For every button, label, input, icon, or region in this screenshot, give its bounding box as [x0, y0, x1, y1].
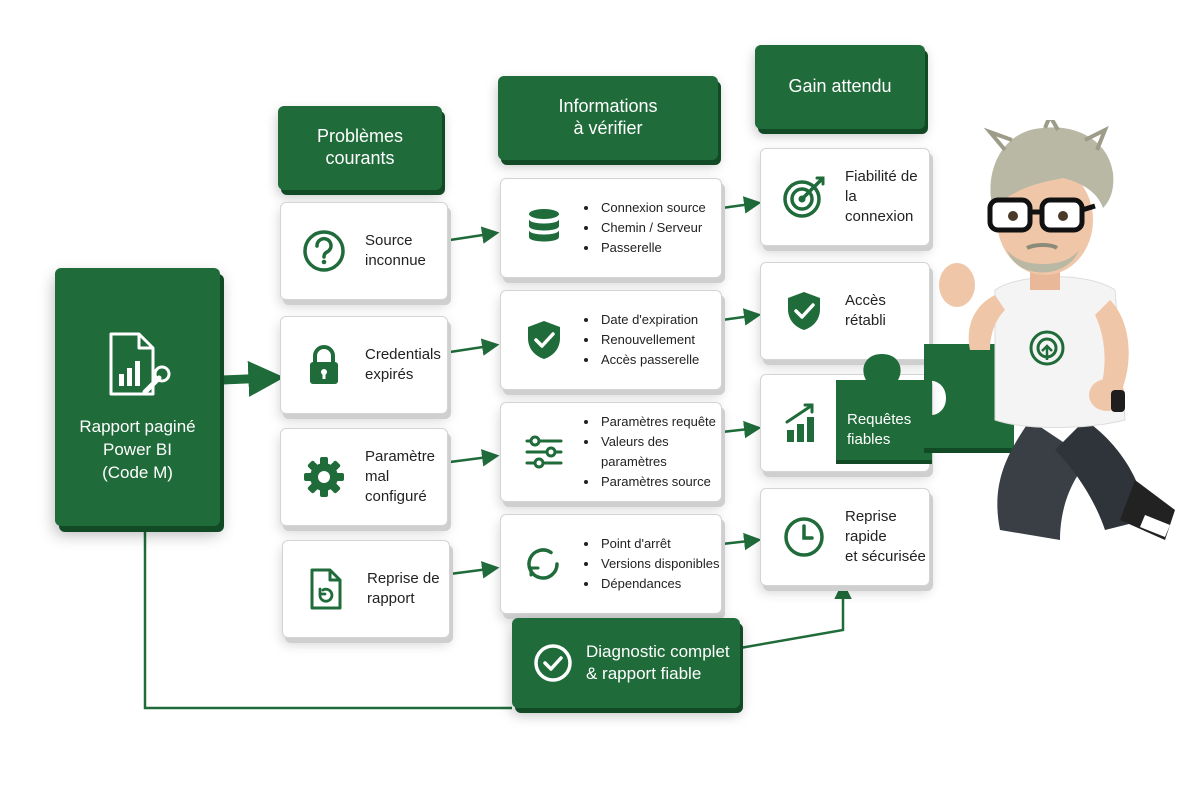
arrow-row3-b — [721, 420, 762, 439]
problem-label-3: Paramètre mal configuré — [365, 447, 436, 506]
question-icon — [303, 230, 345, 272]
arrow-row1-a — [449, 226, 500, 244]
problem-label-1: Source inconnue — [365, 231, 426, 269]
info-item: Point d'arrêt — [599, 534, 720, 554]
arrow-row2-b — [721, 308, 762, 326]
sliders-icon — [525, 435, 563, 469]
info-list-1: Connexion source Chemin / Serveur Passer… — [581, 198, 706, 258]
arrow-row4-b — [721, 532, 762, 551]
shield-check-icon — [788, 292, 820, 330]
gain-label-3: Requêtes fiables — [847, 411, 912, 449]
loop-line-left — [143, 528, 512, 710]
info-item: Valeurs des paramètres — [599, 432, 721, 472]
info-item: Chemin / Serveur — [599, 218, 706, 238]
header-info: Informations à vérifier — [498, 76, 718, 160]
gain-label-1: Fiabilité de la connexion — [845, 167, 918, 226]
info-card-2: Date d'expiration Renouvellement Accès p… — [500, 290, 722, 390]
gain-label-4: Reprise rapide et sécurisée — [845, 507, 926, 566]
info-item: Passerelle — [599, 238, 706, 258]
summary-label: Diagnostic complet & rapport fiable — [586, 641, 730, 683]
gain-label-2: Accès rétabli — [845, 291, 886, 329]
problem-label-4: Reprise de rapport — [367, 569, 440, 607]
problem-card-2: Credentials expirés — [280, 316, 448, 414]
arrow-row3-a — [449, 449, 500, 467]
bar-chart-up-icon — [785, 403, 814, 442]
info-item: Paramètres requête — [599, 412, 721, 432]
info-item: Dépendances — [599, 574, 720, 594]
info-item: Accès passerelle — [599, 350, 699, 370]
check-circle-icon — [534, 644, 572, 682]
arrow-row1-b — [721, 196, 762, 214]
target-icon — [783, 176, 825, 218]
info-item: Versions disponibles — [599, 554, 720, 574]
info-item: Renouvellement — [599, 330, 699, 350]
refresh-icon — [527, 548, 559, 580]
info-list-3: Paramètres requête Valeurs des paramètre… — [581, 412, 721, 493]
gain-card-2: Accès rétabli — [760, 262, 930, 360]
info-card-4: Point d'arrêt Versions disponibles Dépen… — [500, 514, 722, 614]
problem-card-1: Source inconnue — [280, 202, 448, 300]
source-arrow — [221, 360, 285, 397]
problem-label-2: Credentials expirés — [365, 345, 441, 383]
shield-check-icon — [528, 321, 560, 359]
report-wrench-icon — [109, 332, 171, 396]
info-item: Connexion source — [599, 198, 706, 218]
lock-icon — [310, 345, 338, 384]
loop-line-right — [739, 581, 852, 650]
arrow-row4-a — [449, 561, 500, 579]
gear-icon — [304, 457, 344, 497]
info-card-3: Paramètres requête Valeurs des paramètre… — [500, 402, 722, 502]
source-title: Rapport paginé Power BI (Code M) — [79, 417, 196, 482]
info-item: Paramètres source — [599, 472, 721, 492]
source-block: Rapport paginé Power BI (Code M) — [55, 268, 220, 526]
header-problems: Problèmes courants — [278, 106, 442, 190]
summary-block: Diagnostic complet & rapport fiable — [512, 618, 740, 708]
puzzle-piece-right-icon — [924, 344, 1014, 453]
problem-card-3: Paramètre mal configuré — [280, 428, 448, 526]
info-list-2: Date d'expiration Renouvellement Accès p… — [581, 310, 699, 370]
info-item: Date d'expiration — [599, 310, 699, 330]
clock-icon — [784, 517, 824, 557]
info-list-4: Point d'arrêt Versions disponibles Dépen… — [581, 534, 720, 594]
arrow-row2-a — [449, 338, 500, 356]
file-refresh-icon — [310, 568, 342, 610]
info-card-1: Connexion source Chemin / Serveur Passer… — [500, 178, 722, 278]
database-icon — [529, 209, 559, 242]
puzzle-piece-left-icon — [836, 354, 932, 464]
header-gain: Gain attendu — [755, 45, 925, 129]
gain-card-1: Fiabilité de la connexion — [760, 148, 930, 246]
character-illustration — [939, 120, 1175, 540]
problem-card-4: Reprise de rapport — [282, 540, 450, 638]
gain-card-4: Reprise rapide et sécurisée — [760, 488, 930, 586]
